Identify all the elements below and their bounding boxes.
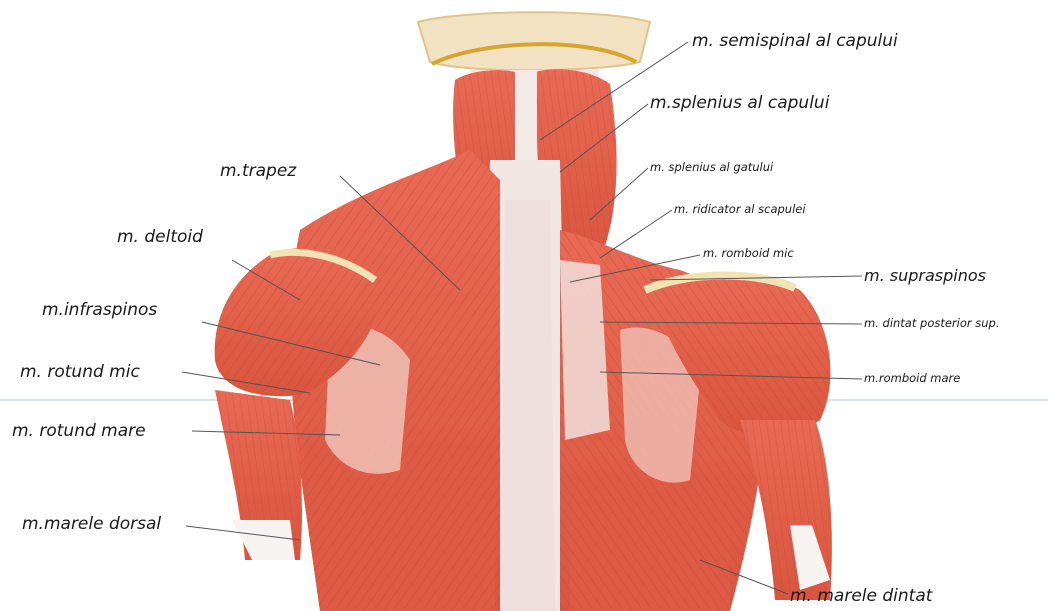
label-semispinal-capului: m. semispinal al capului — [692, 33, 898, 50]
label-splenius-gatului: m. splenius al gatului — [650, 162, 773, 174]
label-deltoid: m. deltoid — [117, 229, 203, 246]
label-marele-dintat: m. marele dintat — [790, 588, 932, 605]
label-rotund-mic: m. rotund mic — [20, 364, 140, 381]
label-dintat-posterior-sup: m. dintat posterior sup. — [864, 318, 1000, 330]
label-romboid-mic: m. romboid mic — [703, 248, 794, 260]
label-trapez: m.trapez — [220, 163, 296, 180]
label-infraspinos: m.infraspinos — [42, 302, 157, 319]
label-ridicator-scapulei: m. ridicator al scapulei — [674, 204, 806, 216]
label-splenius-capului: m.splenius al capului — [650, 95, 829, 112]
label-romboid-mare: m.romboid mare — [864, 373, 960, 385]
label-rotund-mare: m. rotund mare — [12, 423, 146, 440]
label-marele-dorsal: m.marele dorsal — [22, 516, 161, 533]
label-supraspinos: m. supraspinos — [864, 268, 986, 284]
